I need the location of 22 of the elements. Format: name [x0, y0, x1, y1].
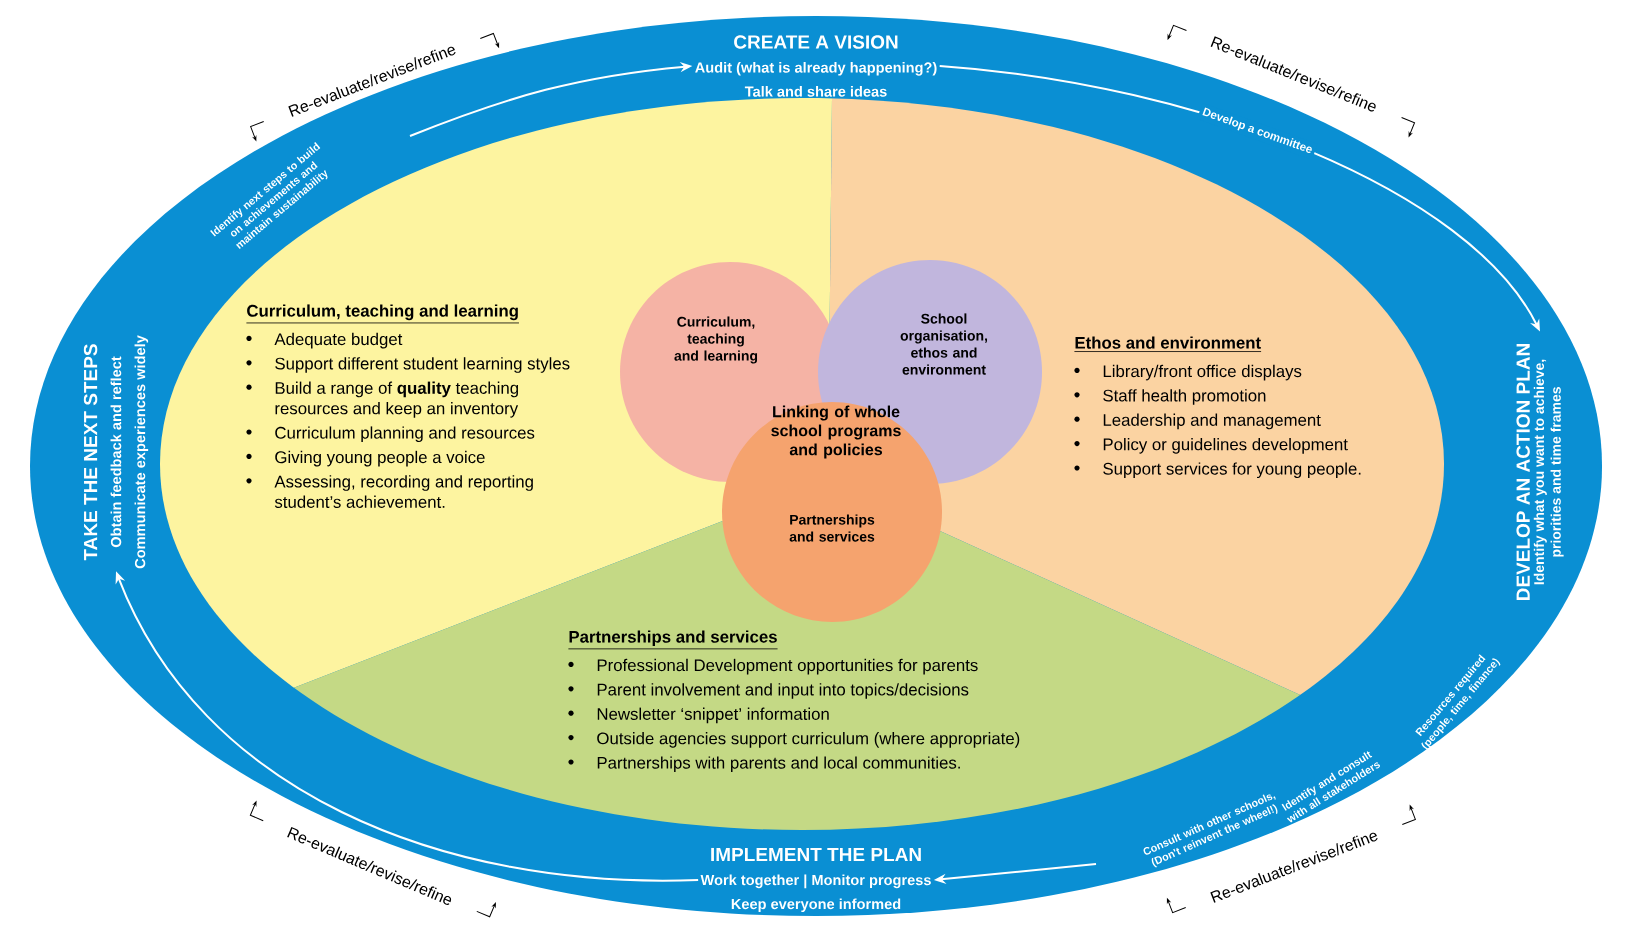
node-label: Curriculum, teaching and learning [247, 304, 518, 321]
node-label: Partnerships and services [569, 630, 777, 647]
node-label: Staff health promotion [1103, 389, 1266, 405]
bullet-list: Ethos and environment Library/front office displays Staff health promotion Leadership and management Policy or guidelines development Support services for young people. [1074, 336, 1361, 479]
node-label: Support different student learning styles [275, 357, 570, 373]
node-label: Ethos and environment [1075, 336, 1261, 349]
node-label: Giving young people a voice [275, 450, 485, 467]
node-label: Parent involvement and input into topics/decisions [597, 683, 969, 699]
node-label: Library/front office displays [1103, 364, 1302, 381]
node-label: Build a range of quality teaching resources and keep an inventory [275, 381, 519, 418]
node-label: Policy or guidelines development [1103, 438, 1348, 454]
node-label: Professional Development opportunities for parents [597, 658, 978, 675]
node-label: Adequate budget [274, 332, 403, 349]
node-label: Newsletter ‘snippet’ information [597, 707, 829, 724]
bullet-list: Partnerships and services Professional Development opportunities for parents Parent involvement and input into topics/decisions Newsletter ‘snippet’ information Outside agencies support curriculum (where appropriate) Partnerships with parents and local communities. [568, 630, 1020, 773]
node-label: Leadership and management [1103, 413, 1321, 430]
bullet-list: Curriculum, teaching and learning Adequate budget Support different student learning styles Build a range of quality teaching resources and keep an inventory Curriculum planning and resources Giving young people a voice Assessing, recording and reporting student’s achievement. [246, 304, 570, 508]
node-label: Curriculum planning and resources [275, 426, 535, 443]
node-label: Support services for young people. [1103, 462, 1361, 479]
node-label: Outside agencies support curriculum (where appropriate) [597, 732, 1020, 748]
node-label: Partnerships with parents and local communities. [597, 756, 960, 773]
node-label: Assessing, recording and reporting student’s achievement. [274, 475, 533, 508]
